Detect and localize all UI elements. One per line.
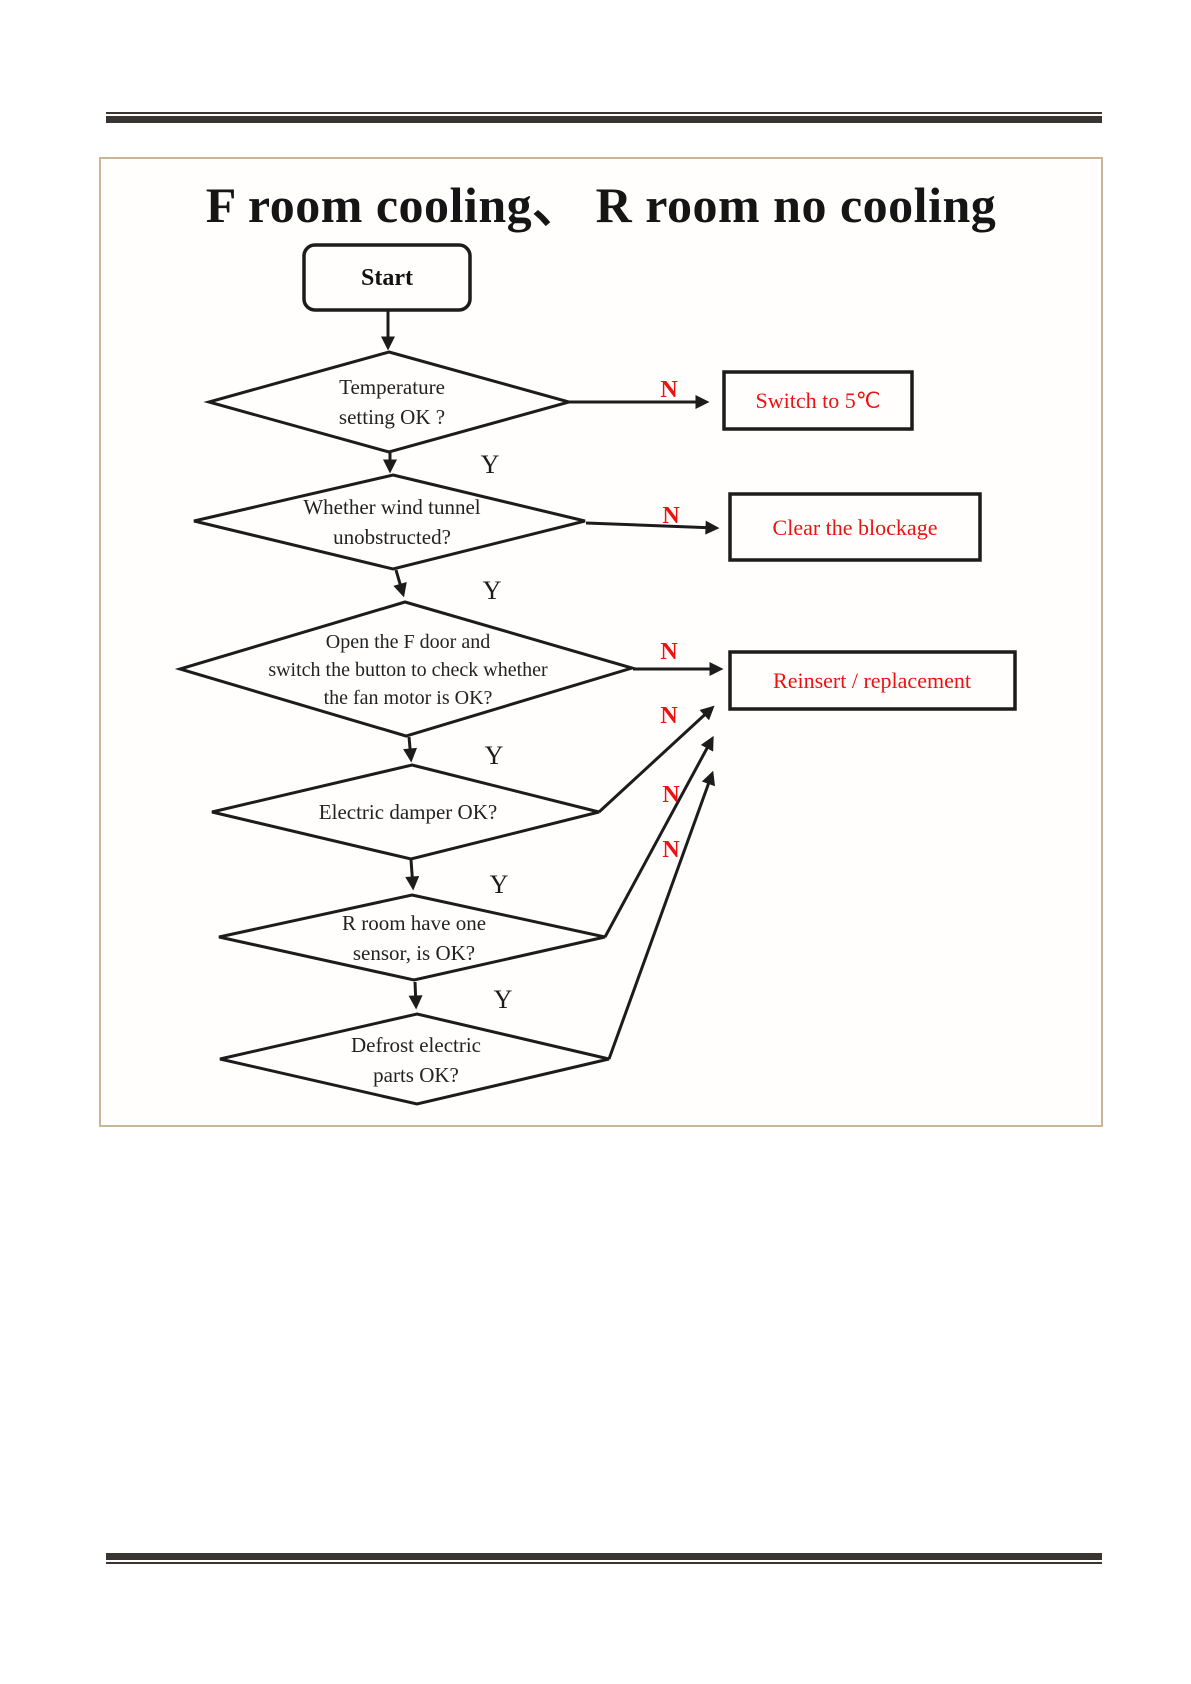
label-n-sensor: N	[662, 782, 680, 808]
action-reinsert-replacement-label: Reinsert / replacement	[773, 668, 971, 693]
decision-r-room-sensor-line2: sensor, is OK?	[353, 941, 475, 965]
label-n-defrost: N	[662, 837, 680, 863]
action-switch-to-5c-label: Switch to 5℃	[756, 388, 881, 413]
decision-r-room-sensor-line1: R room have one	[342, 911, 486, 935]
label-y-damper: Y	[490, 870, 509, 899]
footer-rule-thin	[106, 1562, 1102, 1564]
edge-sensor-no	[603, 735, 714, 938]
decision-temperature-setting	[203, 350, 575, 454]
action-clear-blockage	[728, 492, 982, 562]
decision-temperature-line1: Temperature	[339, 375, 445, 399]
label-n-fanmotor: N	[660, 639, 678, 665]
edge-windtunnel-yes	[393, 569, 407, 598]
start-node	[302, 243, 472, 312]
edge-sensor-yes	[408, 981, 423, 1010]
decision-fan-motor-line1: Open the F door and	[326, 631, 490, 653]
decision-electric-damper	[211, 763, 600, 861]
footer-rule-thick	[106, 1553, 1102, 1560]
decision-defrost-parts-line1: Defrost electric	[351, 1033, 481, 1057]
decision-wind-tunnel-line1: Whether wind tunnel	[303, 495, 480, 519]
page-title: F room cooling、 R room no cooling	[205, 177, 997, 233]
label-n-windtunnel: N	[662, 503, 680, 529]
label-y-sensor: Y	[494, 985, 513, 1014]
label-n-temperature: N	[660, 377, 678, 403]
action-switch-to-5c	[722, 370, 914, 431]
header-rule-thin	[106, 112, 1102, 114]
label-y-fanmotor: Y	[485, 741, 504, 770]
decision-fan-motor-line3: the fan motor is OK?	[324, 687, 493, 709]
flowchart-canvas: Start Temperature setting OK ? Whether w…	[174, 243, 1017, 1106]
label-y-windtunnel: Y	[483, 576, 502, 605]
decision-defrost-parts-line2: parts OK?	[373, 1063, 459, 1087]
decision-defrost-parts	[219, 1012, 610, 1106]
chart-frame: F room cooling、 R room no cooling Start …	[99, 157, 1103, 1127]
label-n-damper: N	[660, 703, 678, 729]
start-node-label: Start	[361, 265, 413, 291]
decision-temperature-line2: setting OK ?	[339, 405, 445, 429]
decision-wind-tunnel	[193, 473, 586, 571]
label-y-temperature: Y	[481, 450, 500, 479]
edge-fanmotor-yes	[403, 736, 418, 763]
edge-damper-yes	[405, 859, 420, 891]
edge-windtunnel-no	[585, 520, 720, 535]
header-rule-thick	[106, 116, 1102, 123]
action-reinsert-replacement	[728, 650, 1017, 711]
decision-fan-motor	[174, 600, 638, 738]
decision-fan-motor-line2: switch the button to check whether	[268, 659, 548, 681]
action-clear-blockage-label: Clear the blockage	[773, 515, 938, 540]
decision-wind-tunnel-line2: unobstructed?	[333, 525, 451, 549]
edge-defrost-no	[607, 770, 716, 1060]
edge-damper-no	[597, 705, 715, 814]
decision-r-room-sensor	[218, 893, 606, 982]
decision-electric-damper-line1: Electric damper OK?	[319, 800, 497, 824]
